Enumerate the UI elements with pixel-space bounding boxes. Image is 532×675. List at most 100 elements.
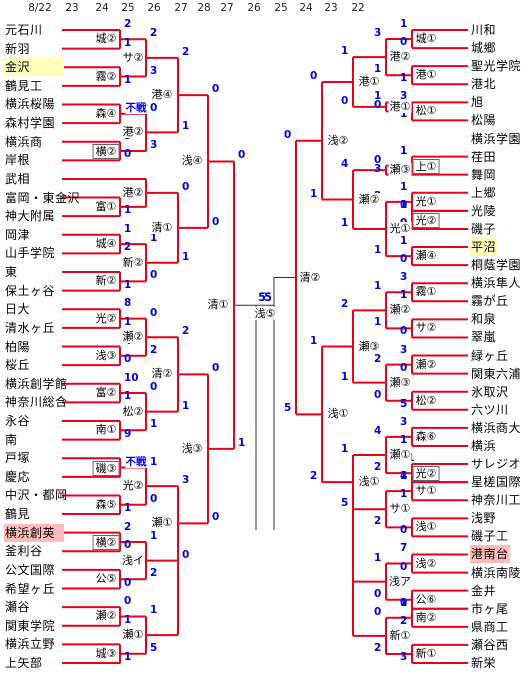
game-label: 瀬③ — [388, 375, 412, 389]
game-label: 港② — [121, 125, 145, 139]
game-label: 光② — [94, 311, 118, 325]
date-label: 27 — [174, 2, 188, 14]
game-label: 新① — [414, 646, 438, 660]
game-label: 瀬③ — [357, 339, 381, 353]
score: 1 — [400, 470, 408, 483]
game-label: 磯③ — [92, 460, 120, 476]
game-label: 富② — [94, 386, 118, 400]
game-label: 瀬④ — [414, 249, 438, 263]
team-name-left: 保土ヶ谷 — [5, 283, 56, 298]
score: 1 — [374, 244, 382, 257]
game-label: 浅③ — [94, 348, 118, 362]
score: 1 — [124, 204, 132, 217]
score: 0 — [124, 576, 132, 589]
game-label: 浅① — [326, 407, 350, 421]
team-name-right: 霧が丘 — [471, 294, 509, 309]
score: 1 — [150, 232, 158, 245]
score: 5 — [284, 402, 292, 415]
team-name-right: 新栄 — [471, 656, 497, 670]
team-name-left: 岸根 — [5, 153, 31, 168]
score: 1 — [374, 63, 382, 76]
score: 2 — [150, 27, 158, 40]
game-label: 南② — [414, 610, 438, 624]
team-name-left: 永谷 — [5, 413, 31, 428]
game-label: 上① — [412, 158, 440, 174]
game-label: 清② — [150, 367, 174, 381]
game-label: 松② — [121, 404, 145, 418]
game-label: 新① — [388, 628, 412, 642]
score: 0 — [124, 148, 132, 161]
game-label: サ② — [121, 50, 145, 64]
score: 1 — [182, 120, 190, 133]
score: 0 — [124, 353, 132, 366]
score: 4 — [400, 470, 408, 483]
score: 1 — [341, 370, 349, 383]
team-name-left: 横浜立野 — [5, 637, 56, 652]
score: 1 — [341, 443, 349, 455]
team-name-right: 県商工 — [471, 619, 509, 634]
score: 3 — [400, 90, 408, 103]
score: 1 — [310, 334, 318, 347]
team-name-right: 光陵 — [471, 203, 497, 218]
score: 2 — [400, 614, 408, 627]
game-label: 清① — [206, 298, 230, 312]
score: 0 — [374, 99, 382, 112]
team-name-left: 戸塚 — [5, 451, 31, 466]
walkover-note: 不戦 — [125, 101, 147, 114]
score: 1 — [124, 315, 132, 328]
team-name-left: 武相 — [5, 171, 31, 186]
team-name-right: 松陽 — [471, 113, 497, 128]
team-name-left: 清水ヶ丘 — [5, 320, 56, 335]
score: 2 — [124, 520, 132, 533]
team-name-right: 神奈川工 — [471, 493, 522, 508]
team-name-right: 浅野 — [471, 511, 497, 526]
score: 2 — [124, 18, 132, 30]
score: 2 — [374, 461, 382, 474]
team-name-left: 鶴見工 — [5, 78, 43, 93]
score: 0 — [150, 269, 158, 282]
score: 0 — [212, 83, 220, 96]
team-name-right: 旭 — [471, 95, 484, 110]
score: 1 — [124, 73, 132, 86]
game-label: 浅② — [326, 133, 350, 147]
final-label: 浅⑤ — [253, 307, 277, 321]
score: 3 — [150, 139, 158, 151]
score: 3 — [150, 64, 158, 77]
score: 3 — [400, 651, 408, 663]
score: 0 — [400, 253, 408, 266]
game-label: 瀬② — [94, 609, 118, 623]
score: 9 — [124, 427, 132, 440]
score: 3 — [182, 474, 190, 487]
team-name-left: 関東学院 — [5, 618, 56, 633]
game-label: 公⑤ — [94, 572, 118, 586]
score: 4 — [374, 424, 382, 437]
score: 2 — [310, 470, 318, 483]
score: 1 — [374, 280, 382, 293]
score: 3 — [374, 162, 382, 175]
score: 0 — [150, 492, 158, 505]
score: 1 — [182, 399, 190, 412]
team-name-right: 和泉 — [471, 312, 497, 327]
team-name-left: 上矢部 — [5, 656, 43, 670]
final-score: 5 — [264, 290, 273, 305]
game-label: 森⑤ — [94, 497, 118, 511]
score: 1 — [400, 433, 408, 446]
score: 1 — [400, 198, 408, 211]
game-label: 富① — [94, 199, 118, 213]
team-name-right: 横浜隼人 — [471, 276, 522, 291]
game-label: 浅③ — [180, 441, 204, 455]
team-name-right: 横浜南陵 — [471, 565, 522, 580]
score: 0 — [182, 180, 190, 193]
game-label: 光② — [412, 212, 440, 228]
score: 1 — [124, 390, 132, 403]
team-name-left: 森村学園 — [5, 116, 56, 131]
score: 2 — [374, 352, 382, 365]
score: 1 — [150, 604, 158, 617]
team-name-left: 富岡・東金沢 — [5, 190, 81, 205]
score: 2 — [182, 325, 190, 338]
score: 0 — [124, 539, 132, 552]
score: 5 — [400, 397, 408, 410]
game-label: 瀬① — [121, 628, 145, 642]
game-label: 公⑥ — [414, 592, 438, 606]
